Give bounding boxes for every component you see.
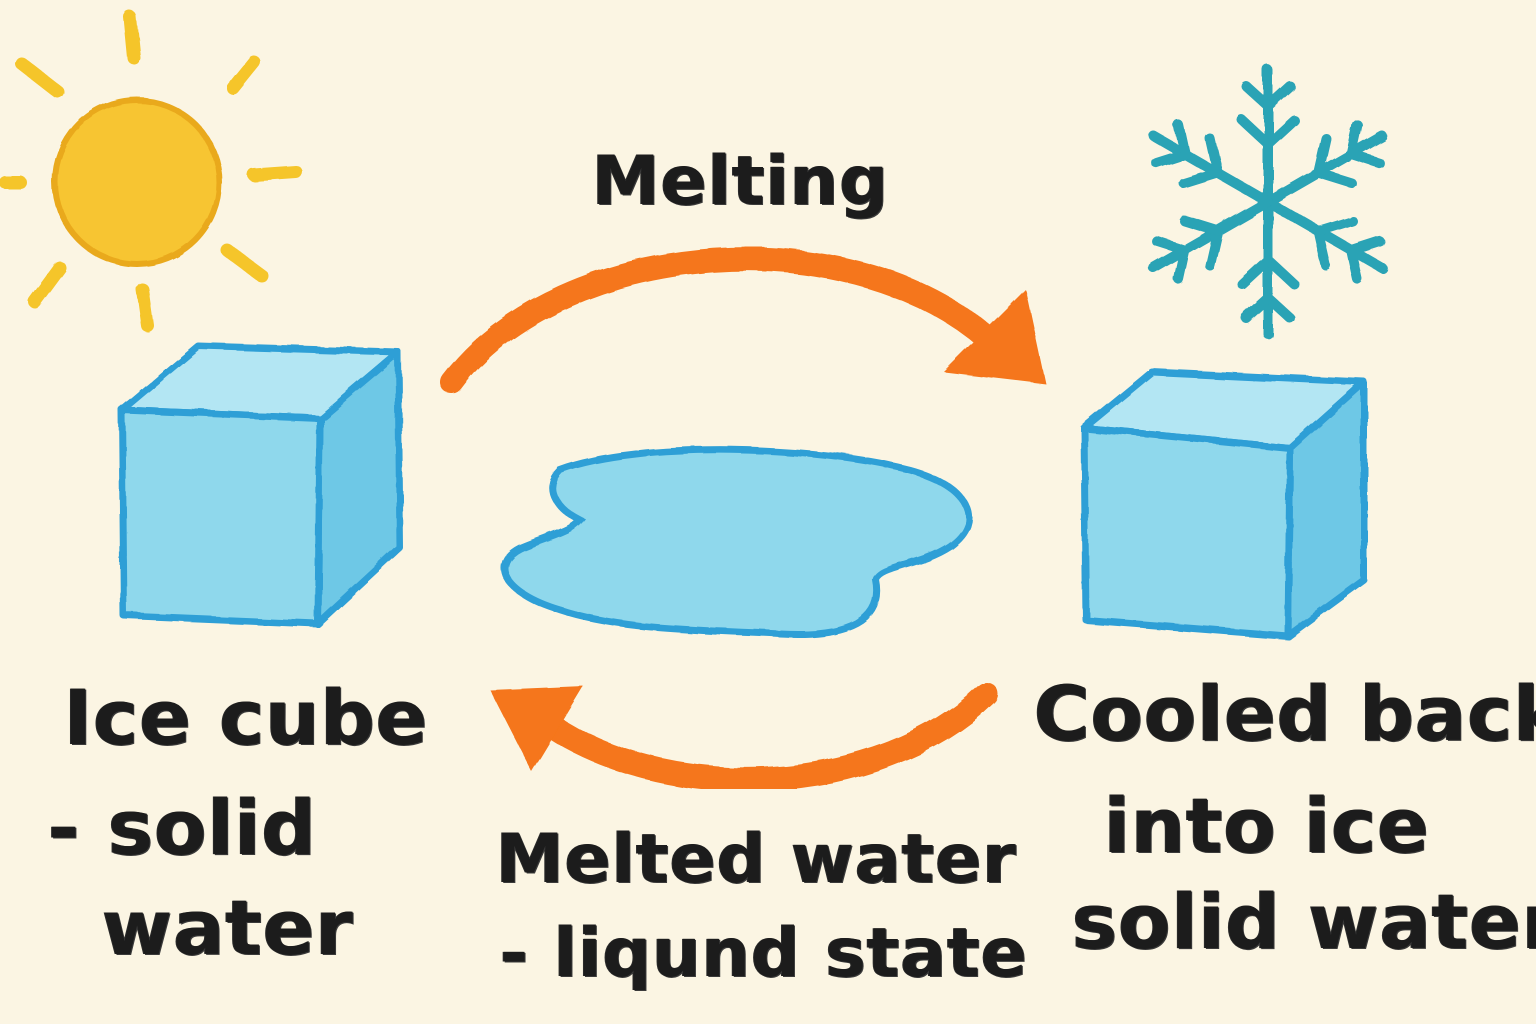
into-ice-label: into ice [1104, 781, 1430, 870]
solid-water-label: solid water [1072, 877, 1536, 966]
cooled-back-label: Cooled back [1034, 669, 1536, 758]
freezing-arrow [490, 682, 998, 792]
ice-cube-left [118, 342, 404, 628]
sun-icon [0, 10, 303, 333]
water-puddle-icon [501, 446, 973, 639]
snowflake-icon [1148, 65, 1388, 339]
ice-cube-state-label: - solid [48, 783, 317, 872]
melting-label: Melting [592, 142, 889, 221]
ice-cube-water-label: water [102, 883, 354, 972]
ice-cube-right [1080, 368, 1368, 640]
melted-water-label: Melted water [496, 820, 1017, 899]
melting-arrow [440, 247, 1046, 394]
liquid-state-label: - liqund state [500, 914, 1028, 993]
ice-cube-label: Ice cube [64, 673, 429, 762]
